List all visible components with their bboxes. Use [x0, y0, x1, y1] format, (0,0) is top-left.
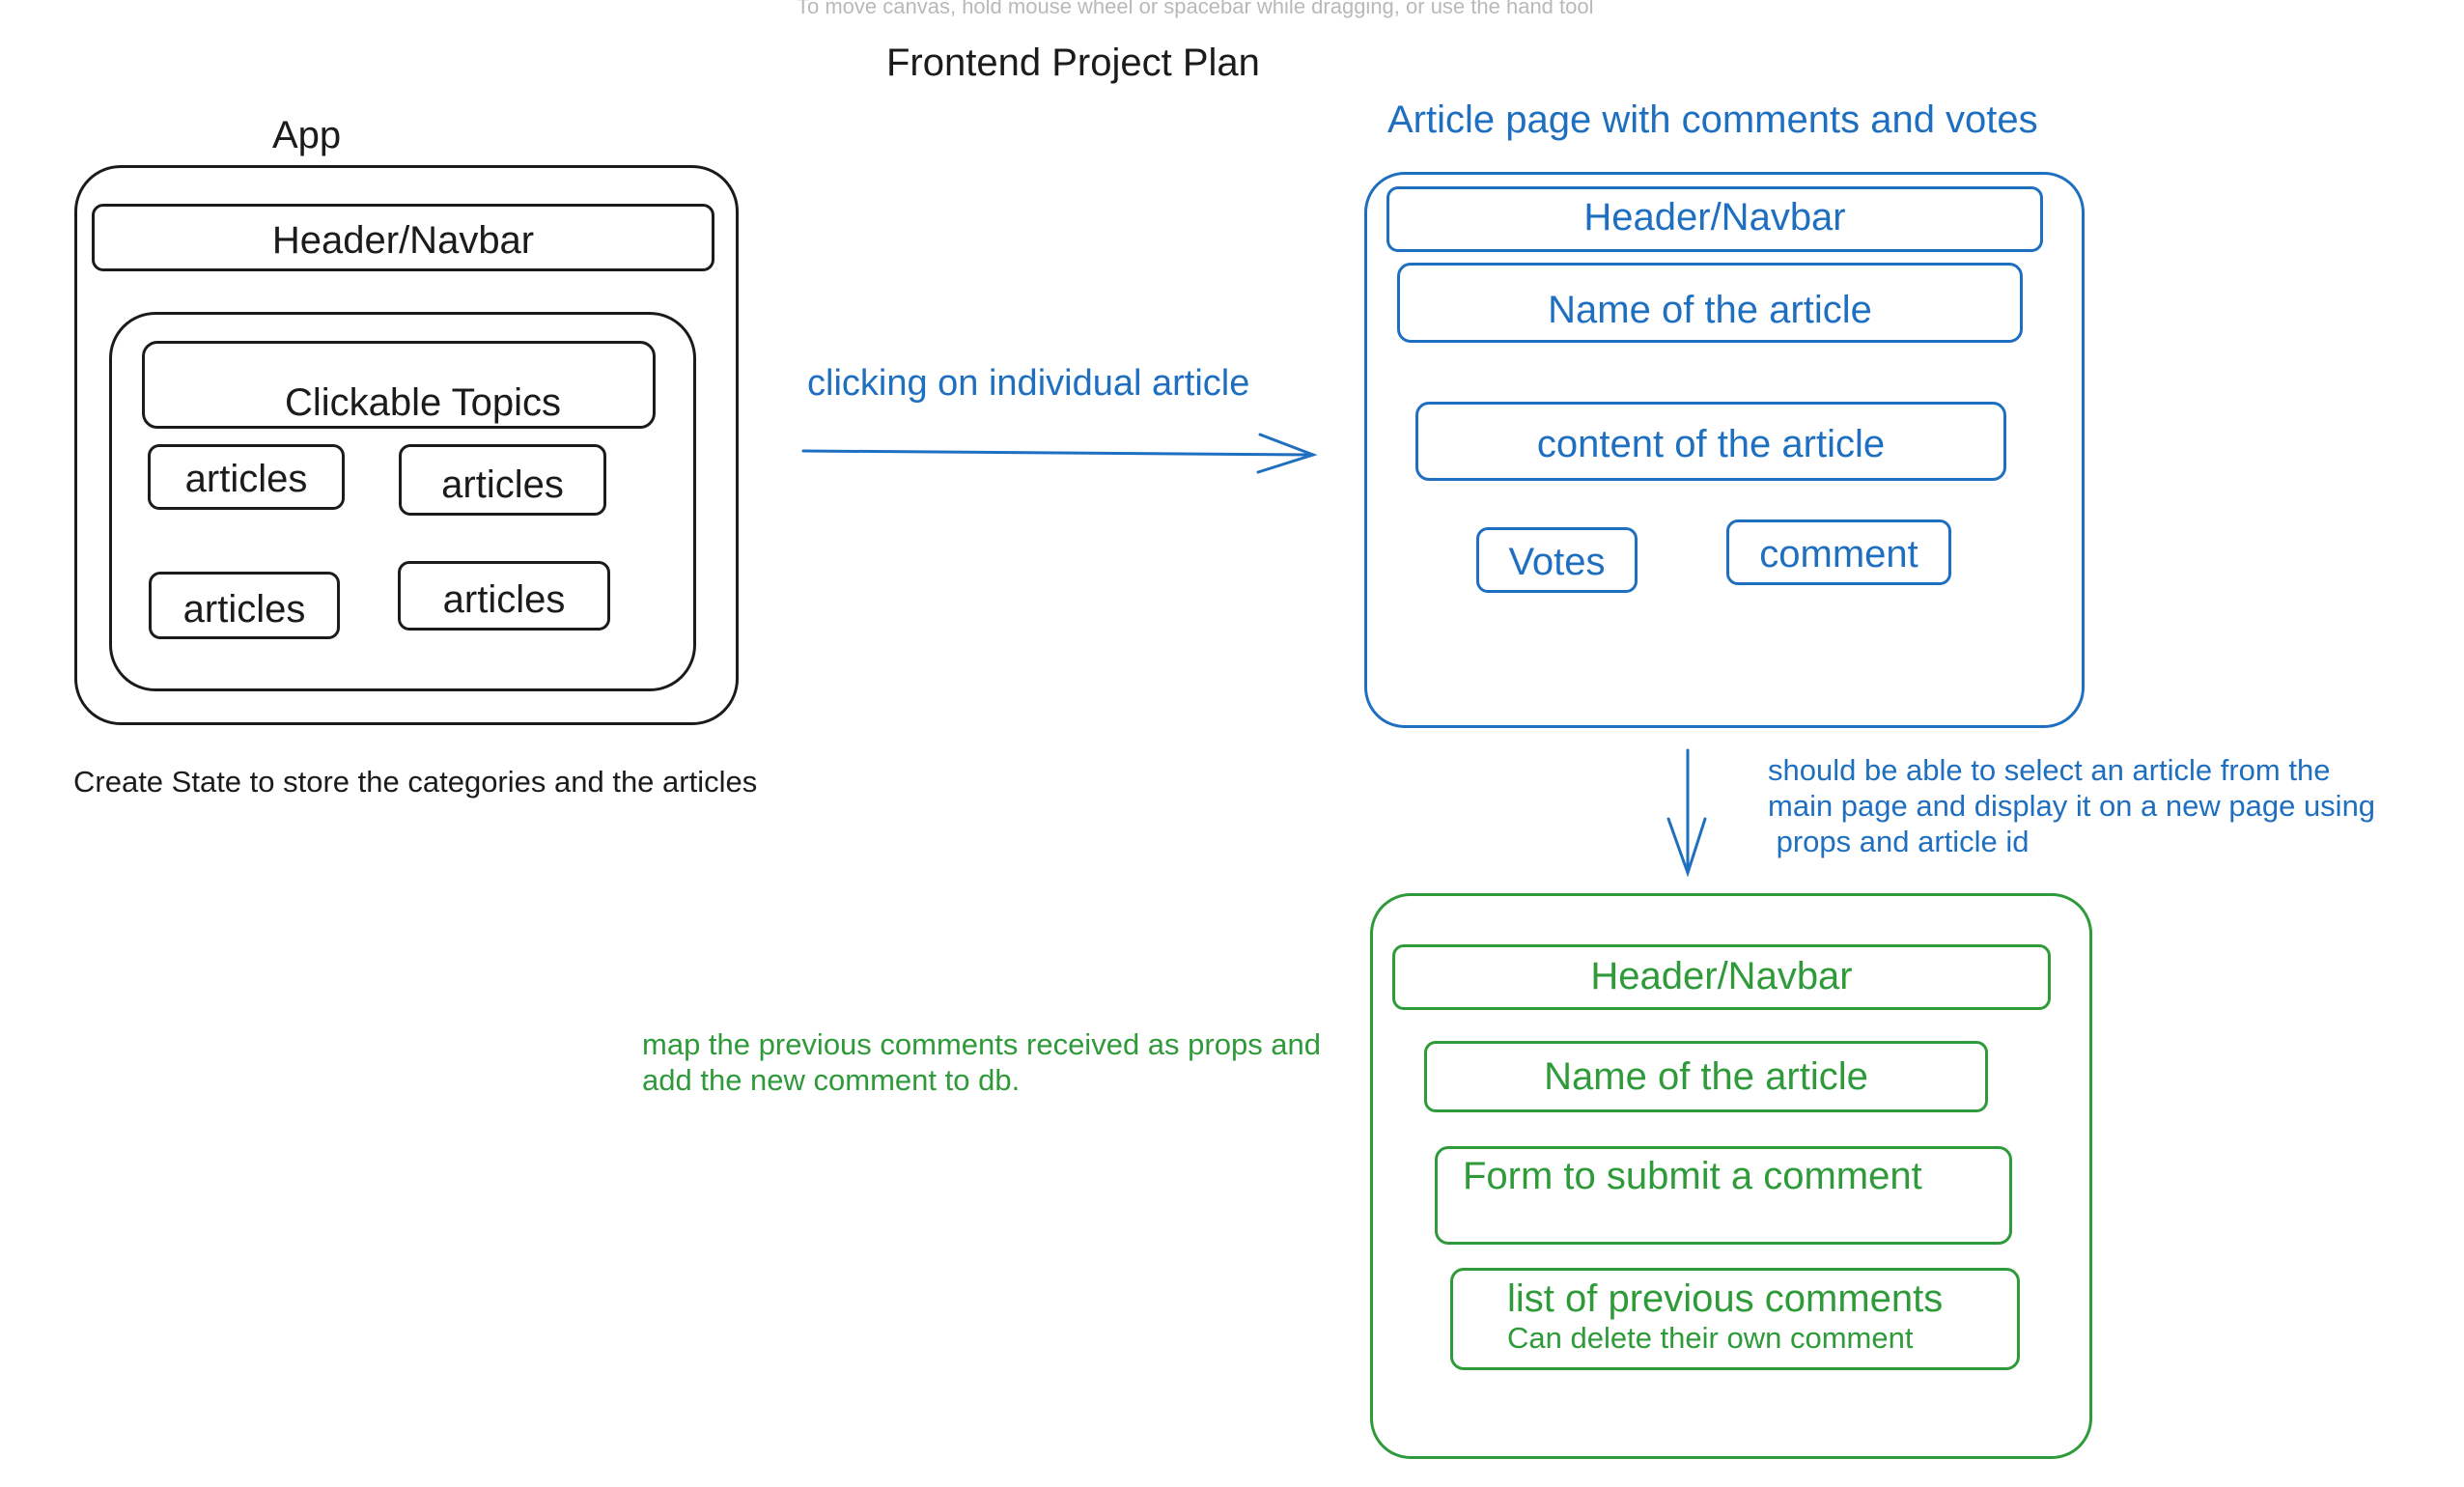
down-arrow	[1666, 748, 1707, 878]
app-header-navbar-label: Header/Navbar	[271, 219, 535, 262]
diagram-title: Frontend Project Plan	[886, 42, 1260, 84]
comments-article-name-box[interactable]: Name of the article	[1424, 1041, 1988, 1112]
votes-button[interactable]: Votes	[1476, 527, 1638, 593]
article-page-note-line: main page and display it on a new page u…	[1768, 789, 2376, 823]
comments-page-note-line: add the new comment to db.	[642, 1063, 1021, 1097]
app-note: Create State to store the categories and…	[73, 765, 758, 799]
article-card[interactable]: articles	[399, 444, 606, 516]
comments-page-header-navbar-label: Header/Navbar	[1590, 955, 1853, 997]
clickable-topics-label: Clickable Topics	[284, 381, 562, 424]
article-page-header-navbar-label: Header/Navbar	[1583, 196, 1846, 238]
article-page-note-line: props and article id	[1768, 825, 2030, 858]
article-card[interactable]: articles	[148, 444, 345, 510]
app-header-navbar[interactable]: Header/Navbar	[92, 204, 714, 271]
article-page-heading: Article page with comments and votes	[1387, 98, 2038, 141]
article-page-note-line: should be able to select an article from…	[1768, 753, 2331, 787]
article-card-label: articles	[441, 463, 564, 506]
comments-page-note-line: map the previous comments received as pr…	[642, 1027, 1322, 1061]
article-name-box[interactable]: Name of the article	[1397, 263, 2023, 343]
article-card[interactable]: articles	[398, 561, 610, 631]
clickable-topics-box[interactable]: Clickable Topics	[142, 341, 656, 429]
article-card[interactable]: articles	[149, 572, 340, 639]
comments-article-name-label: Name of the article	[1544, 1055, 1868, 1098]
previous-comments-box[interactable]: list of previous comments Can delete the…	[1450, 1268, 2020, 1370]
comments-page-frame[interactable]	[1370, 893, 2092, 1459]
previous-comments-subtitle: Can delete their own comment	[1507, 1321, 1914, 1355]
comment-label: comment	[1759, 533, 1918, 575]
right-arrow	[801, 433, 1318, 474]
comment-button[interactable]: comment	[1726, 519, 1951, 585]
arrow-label: clicking on individual article	[807, 363, 1250, 404]
app-heading: App	[272, 114, 342, 156]
article-card-label: articles	[182, 588, 306, 631]
comment-form-box[interactable]: Form to submit a comment	[1435, 1146, 2012, 1245]
article-card-label: articles	[184, 458, 308, 500]
votes-label: Votes	[1508, 541, 1606, 583]
article-page-frame[interactable]	[1364, 172, 2085, 728]
comments-page-header-navbar[interactable]: Header/Navbar	[1392, 944, 2051, 1010]
article-name-label: Name of the article	[1548, 289, 1872, 331]
article-page-header-navbar[interactable]: Header/Navbar	[1386, 186, 2043, 252]
article-content-box[interactable]: content of the article	[1415, 402, 2006, 481]
app-content-frame[interactable]	[109, 312, 696, 691]
article-content-label: content of the article	[1536, 423, 1886, 465]
canvas-hint: To move canvas, hold mouse wheel or spac…	[797, 0, 1594, 18]
article-card-label: articles	[442, 578, 566, 621]
comment-form-label: Form to submit a comment	[1463, 1155, 1922, 1197]
previous-comments-title: list of previous comments	[1507, 1277, 1944, 1320]
app-frame[interactable]	[74, 165, 739, 725]
